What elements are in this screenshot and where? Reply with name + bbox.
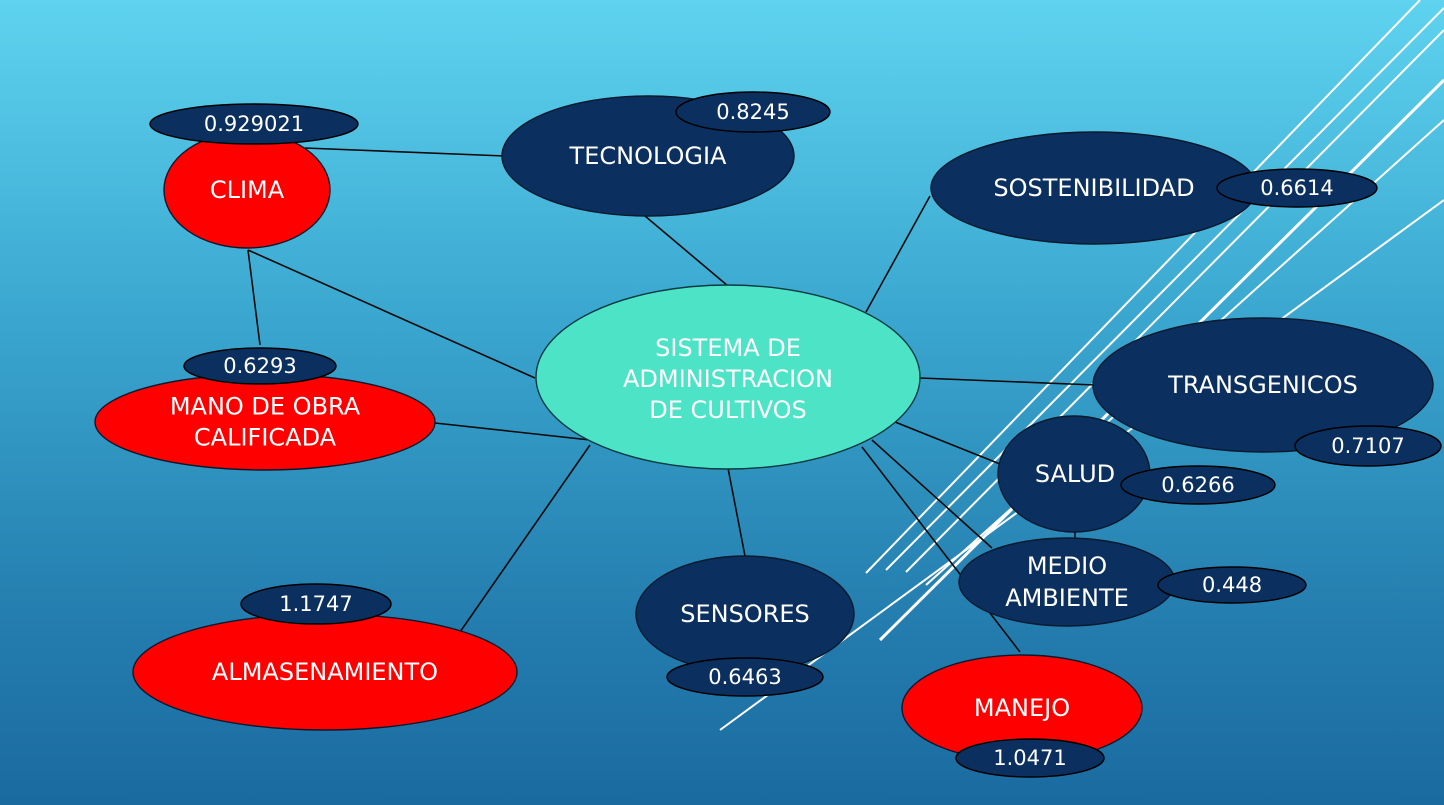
value-badge: 0.929021: [149, 103, 359, 145]
node-salud: SALUD 0.6266: [997, 415, 1276, 533]
node-label: TRANSGENICOS: [1167, 371, 1358, 399]
value-badge-ellipse: [1294, 425, 1442, 467]
connector-line: [644, 215, 729, 287]
value-badge: 0.7107: [1294, 425, 1442, 467]
value-badge: 0.6463: [666, 657, 824, 697]
connector-line: [865, 195, 931, 313]
node-ellipse: [1092, 317, 1434, 453]
decorative-line: [865, 0, 1421, 574]
node-tecnologia: TECNOLOGIA 0.8245: [501, 91, 831, 217]
node-label: SOSTENIBILIDAD: [993, 174, 1194, 202]
value-label: 0.6266: [1161, 473, 1234, 497]
node-label: SENSORES: [680, 600, 810, 628]
connector-line: [247, 249, 536, 379]
connector-line: [304, 147, 506, 157]
node-manejo: MANEJO 1.0471: [901, 654, 1143, 778]
central-concept: SISTEMA DE ADMINISTRACION DE CULTIVOS: [535, 284, 921, 470]
node-almasenamiento: ALMASENAMIENTO 1.1747: [132, 583, 518, 731]
value-badge-ellipse: [675, 91, 831, 133]
connector-line: [727, 467, 746, 557]
value-badge: 0.6266: [1120, 465, 1276, 505]
center-label: SISTEMA DE: [655, 334, 801, 362]
center-label: ADMINISTRACION: [623, 365, 833, 393]
node-label: CALIFICADA: [194, 424, 337, 452]
node-label: MEDIO: [1027, 552, 1107, 580]
value-badge-ellipse: [1120, 465, 1276, 505]
node-label: SALUD: [1035, 460, 1115, 488]
value-badge: 1.0471: [955, 738, 1105, 778]
node-label: MANEJO: [974, 694, 1070, 722]
value-badge: 0.448: [1157, 566, 1307, 604]
connector-line: [889, 419, 1001, 465]
value-badge: 0.6293: [183, 347, 337, 385]
value-label: 1.0471: [993, 746, 1066, 770]
node-medio-ambiente: MEDIO AMBIENTE 0.448: [958, 537, 1307, 627]
center-ellipse: [535, 284, 921, 470]
node-label: AMBIENTE: [1005, 584, 1129, 612]
value-badge-ellipse: [240, 583, 392, 625]
node-mano-de-obra: MANO DE OBRA CALIFICADA 0.6293: [94, 347, 436, 471]
value-label: 1.1747: [279, 592, 352, 616]
node-transgenicos: TRANSGENICOS 0.7107: [1092, 317, 1442, 467]
decorative-line: [885, 7, 1444, 571]
value-badge-ellipse: [666, 657, 824, 697]
value-badge-ellipse: [955, 738, 1105, 778]
value-badge-ellipse: [1157, 566, 1307, 604]
value-badge: 0.8245: [675, 91, 831, 133]
connector-line: [871, 439, 993, 549]
node-label: MANO DE OBRA: [170, 393, 361, 421]
value-label: 0.929021: [204, 112, 304, 136]
connector-line: [459, 444, 591, 633]
value-label: 0.8245: [716, 100, 789, 124]
connector-lines: [247, 147, 1096, 653]
value-badge-ellipse: [1216, 168, 1378, 208]
value-badge-ellipse: [149, 103, 359, 145]
node-sostenibilidad: SOSTENIBILIDAD 0.6614: [930, 131, 1378, 245]
node-label: ALMASENAMIENTO: [212, 658, 438, 686]
value-badge: 1.1747: [240, 583, 392, 625]
node-ellipse: [94, 373, 436, 471]
connector-line: [434, 422, 591, 441]
connector-line: [861, 446, 1021, 653]
node-clima: CLIMA 0.929021: [149, 103, 359, 249]
value-label: 0.6463: [708, 665, 781, 689]
node-sensores: SENSORES 0.6463: [635, 555, 855, 697]
connector-line: [919, 377, 1096, 386]
value-badge-ellipse: [183, 347, 337, 385]
node-label: CLIMA: [210, 176, 285, 204]
center-label: DE CULTIVOS: [649, 396, 807, 424]
value-label: 0.6614: [1260, 176, 1333, 200]
node-label: TECNOLOGIA: [569, 142, 728, 170]
decorative-line: [905, 29, 1444, 573]
value-label: 0.6293: [223, 354, 296, 378]
value-label: 0.448: [1202, 573, 1262, 597]
connector-line: [247, 249, 261, 346]
value-label: 0.7107: [1331, 434, 1404, 458]
value-badge: 0.6614: [1216, 168, 1378, 208]
